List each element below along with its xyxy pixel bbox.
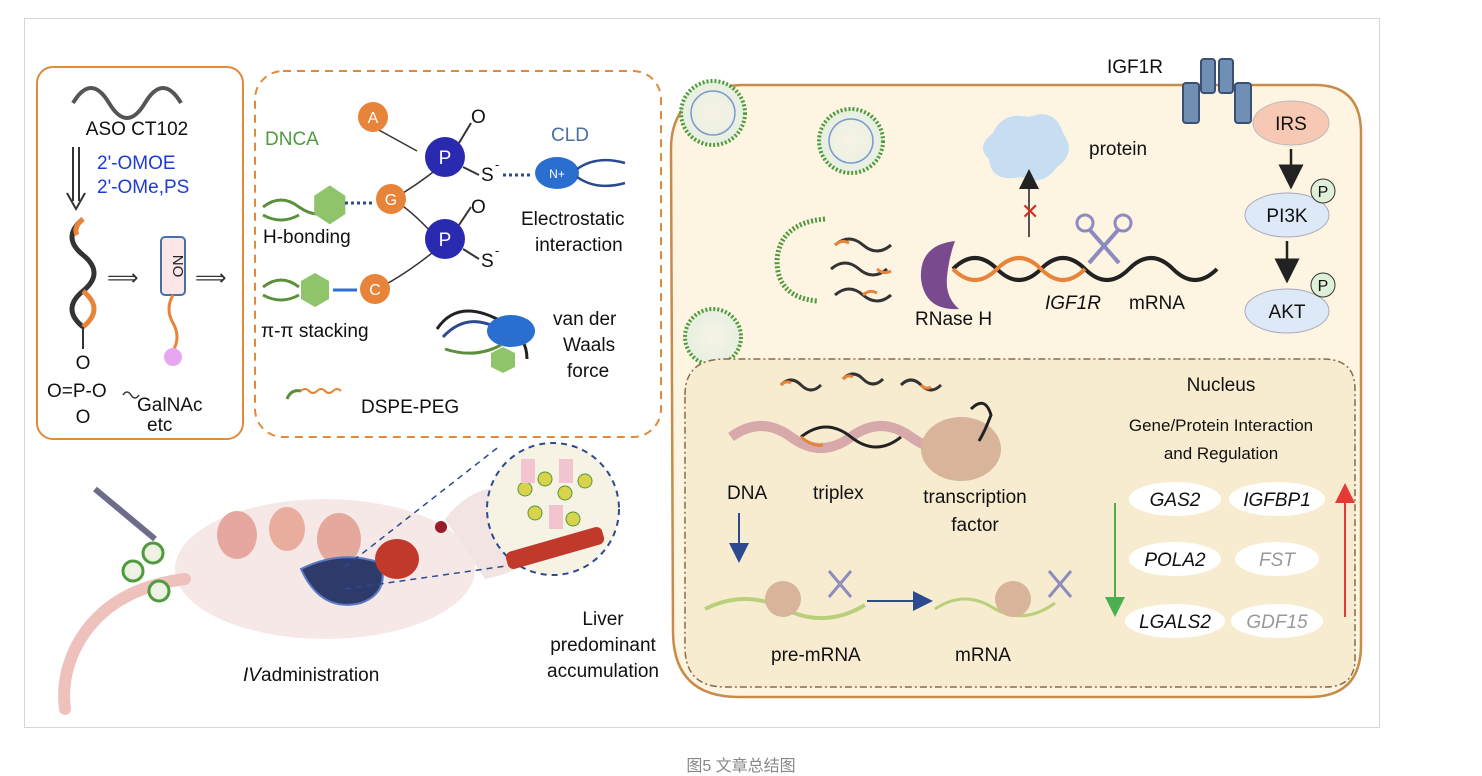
- gene-lgals2: LGALS2: [1139, 612, 1211, 633]
- tf-blob: [921, 417, 1001, 481]
- svg-text:S: S: [481, 165, 494, 186]
- phosphate-2: [425, 219, 465, 259]
- nucleus-sub2: and Regulation: [1164, 444, 1278, 463]
- svg-text:N+: N+: [549, 167, 565, 181]
- chem-o-bottom: O: [76, 407, 91, 428]
- svg-text:O: O: [471, 107, 486, 128]
- gene-igfbp1: IGFBP1: [1243, 490, 1311, 511]
- pre-mrna-label: pre-mRNA: [771, 645, 861, 666]
- liver-2: predominant: [550, 635, 656, 656]
- galnac-label: GalNAc: [137, 395, 202, 416]
- scissors-icon: [1087, 227, 1121, 265]
- rnase-label: RNase H: [915, 309, 992, 330]
- rnase-h: [920, 241, 959, 310]
- triplex-label: triplex: [813, 483, 864, 504]
- hbond-hexagon: [314, 185, 346, 225]
- gene-gas2: GAS2: [1150, 490, 1201, 511]
- tf-2: factor: [951, 515, 999, 536]
- nucleus-panel: Nucleus Gene/Protein Interaction and Reg…: [684, 358, 1356, 688]
- mrna-nuc-label: mRNA: [955, 645, 1011, 666]
- svg-text:P: P: [439, 230, 452, 251]
- mouse-panel: IV administration Liver predominant accu…: [58, 442, 659, 715]
- nucleus-title: Nucleus: [1187, 375, 1256, 396]
- summary-figure: ASO CT102 2'-OMOE 2'-OMe,PS O O=P-O O Ga…: [24, 18, 1380, 728]
- figure-caption: 图5 文章总结图: [686, 758, 796, 775]
- akt-node: [1244, 288, 1330, 334]
- gene-pola2: POLA2: [1144, 550, 1206, 571]
- dnca-label: DNCA: [265, 129, 319, 150]
- nucleotide-g: [376, 184, 406, 214]
- cld-label: CLD: [551, 125, 589, 146]
- irs-node: [1252, 100, 1330, 146]
- mod-omoe: 2'-OMOE: [97, 153, 176, 174]
- pi3k-node: [1244, 192, 1330, 238]
- mod-ome-ps: 2'-OMe,PS: [97, 177, 189, 198]
- svg-text:P: P: [439, 148, 452, 169]
- svg-text:✕: ✕: [1021, 199, 1039, 224]
- gene-gdf15: GDF15: [1246, 612, 1308, 633]
- vdw-blob: [487, 315, 535, 347]
- liver-1: Liver: [582, 609, 624, 630]
- vdw-1: van der: [553, 309, 617, 330]
- liver-shape: [299, 556, 384, 606]
- svg-text:G: G: [385, 192, 397, 209]
- iv-italic: IV: [243, 665, 263, 686]
- phosphate-1: [425, 137, 465, 177]
- gene-fst: FST: [1259, 550, 1296, 571]
- lnp-3: [683, 307, 743, 367]
- dna-label: DNA: [727, 483, 767, 504]
- chem-o-top: O: [76, 353, 91, 374]
- tf-1: transcription: [923, 487, 1027, 508]
- no-label: NO: [169, 255, 186, 278]
- dnca-panel: DNCA CLD A G C P P O O S - S - N+ Electr…: [254, 70, 662, 438]
- nucleotide-a: [358, 102, 388, 132]
- igf1r-receptor-label: IGF1R: [1107, 57, 1163, 78]
- svg-text:P: P: [1318, 184, 1329, 201]
- pi-hexagon: [301, 273, 329, 307]
- aso-title: ASO CT102: [86, 119, 188, 140]
- protein-blob: [982, 114, 1069, 181]
- nucleotide-c: [360, 274, 390, 304]
- etc-label: etc: [147, 415, 172, 436]
- vdw-3: force: [567, 361, 609, 382]
- svg-text:AKT: AKT: [1269, 302, 1306, 323]
- svg-text:protein: protein: [1089, 139, 1147, 160]
- svg-text:⟹: ⟹: [107, 265, 139, 290]
- svg-text:A: A: [368, 110, 379, 127]
- svg-text:S: S: [481, 251, 494, 272]
- aso-panel: ASO CT102 2'-OMOE 2'-OMe,PS O O=P-O O Ga…: [36, 66, 244, 440]
- chem-opo: O=P-O: [47, 381, 107, 402]
- svg-text:IRS: IRS: [1275, 114, 1307, 135]
- electrostatic-1: Electrostatic: [521, 209, 624, 230]
- svg-text:⟹: ⟹: [195, 265, 227, 290]
- mrna-label: mRNA: [1129, 293, 1185, 314]
- svg-text:-: -: [495, 157, 499, 172]
- nucleus-sub1: Gene/Protein Interaction: [1129, 416, 1313, 435]
- h-bonding-label: H-bonding: [263, 227, 351, 248]
- igf1r-mrna-italic: IGF1R: [1045, 293, 1101, 314]
- svg-text:O: O: [471, 197, 486, 218]
- iv-rest: administration: [261, 665, 379, 686]
- lnp-broken: [774, 216, 826, 304]
- cld-head: [535, 157, 579, 189]
- svg-text:P: P: [1318, 278, 1329, 295]
- pi-stacking-label: π-π stacking: [261, 321, 369, 342]
- svg-text:PI3K: PI3K: [1266, 206, 1308, 227]
- electrostatic-2: interaction: [535, 235, 623, 256]
- vdw-2: Waals: [563, 335, 615, 356]
- dspe-label: DSPE-PEG: [361, 397, 459, 418]
- liver-3: accumulation: [547, 661, 659, 682]
- svg-text:-: -: [495, 243, 499, 258]
- svg-text:C: C: [369, 282, 381, 299]
